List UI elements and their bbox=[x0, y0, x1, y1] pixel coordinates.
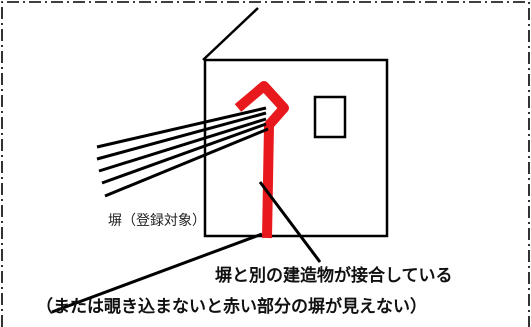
leader-line-junction bbox=[258, 181, 322, 263]
annotation-line-2: （または覗き込まないと赤い部分の塀が見えない） bbox=[36, 297, 427, 317]
wall-highlight-red bbox=[234, 81, 289, 239]
leader-line-wall bbox=[51, 232, 263, 314]
annotation-line-1: 塀と別の建造物が接合している bbox=[215, 266, 453, 286]
wall-label: 塀（登録対象） bbox=[108, 213, 206, 229]
building-roof-line bbox=[202, 7, 259, 61]
building-window bbox=[313, 95, 347, 139]
building-outline bbox=[203, 58, 389, 238]
wall-lines bbox=[96, 106, 269, 198]
